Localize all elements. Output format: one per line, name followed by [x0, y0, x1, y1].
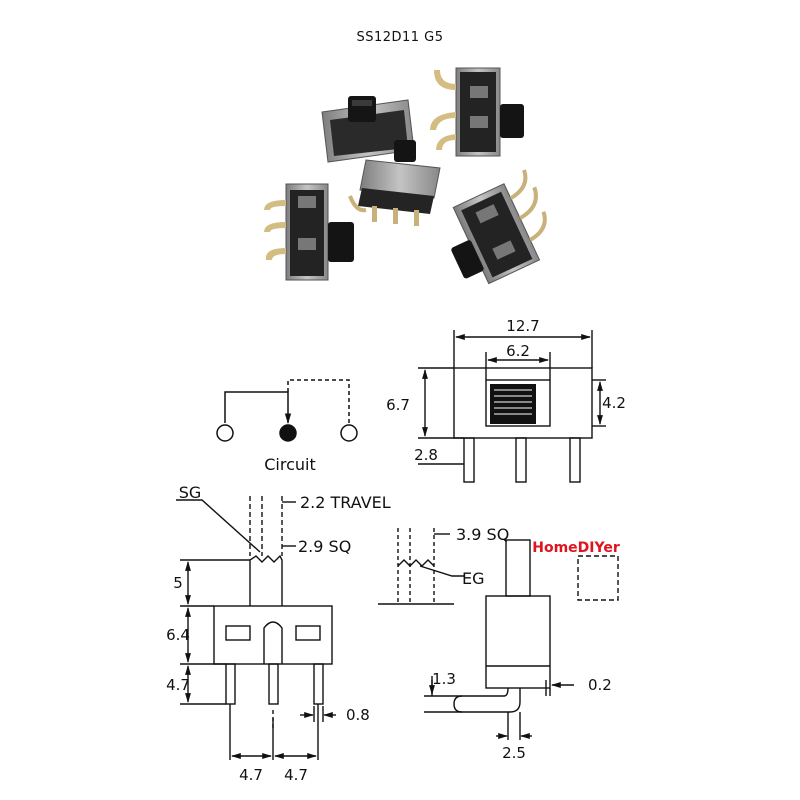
dim-width: 12.7 [506, 317, 539, 335]
dim-knob-height: 5 [173, 574, 183, 592]
dim-pitch-left: 4.7 [239, 766, 263, 784]
terminal-right [340, 424, 358, 442]
switch-photo-2 [430, 67, 524, 157]
front-view [176, 496, 336, 760]
switch-photo-1 [321, 96, 415, 163]
dim-pin-width: 0.8 [346, 706, 370, 724]
label-travel: 2.2 TRAVEL [300, 493, 391, 512]
switch-photo-3 [348, 140, 441, 226]
dim-body-height: 6.4 [166, 626, 190, 644]
dim-pin-length: 4.7 [166, 676, 190, 694]
label-knob-sq: 2.9 SQ [298, 537, 351, 556]
dim-pin: 2.8 [414, 446, 438, 464]
top-view [418, 330, 606, 483]
label-sg: SG [179, 483, 202, 502]
dim-pin-offset: 1.3 [432, 670, 456, 688]
dim-pitch-right: 4.7 [284, 766, 308, 784]
terminal-left [216, 424, 234, 442]
dim-height: 6.7 [386, 396, 410, 414]
side-view [378, 528, 619, 740]
terminal-common [279, 424, 297, 442]
dim-bend: 2.5 [502, 744, 526, 762]
circuit-label: Circuit [264, 455, 316, 474]
label-side-sq: 3.9 SQ [456, 525, 509, 544]
dim-thickness: 0.2 [588, 676, 612, 694]
product-photo [264, 67, 547, 285]
dim-slot: 6.2 [506, 342, 530, 360]
label-eg: EG [462, 569, 485, 588]
circuit-diagram [216, 379, 358, 442]
switch-photo-4 [264, 183, 354, 281]
switch-photo-5 [451, 169, 547, 285]
dim-actuator: 4.2 [602, 394, 626, 412]
product-title: SS12D11 G5 [356, 30, 444, 45]
watermark-text: HomeDIYer [532, 540, 620, 556]
